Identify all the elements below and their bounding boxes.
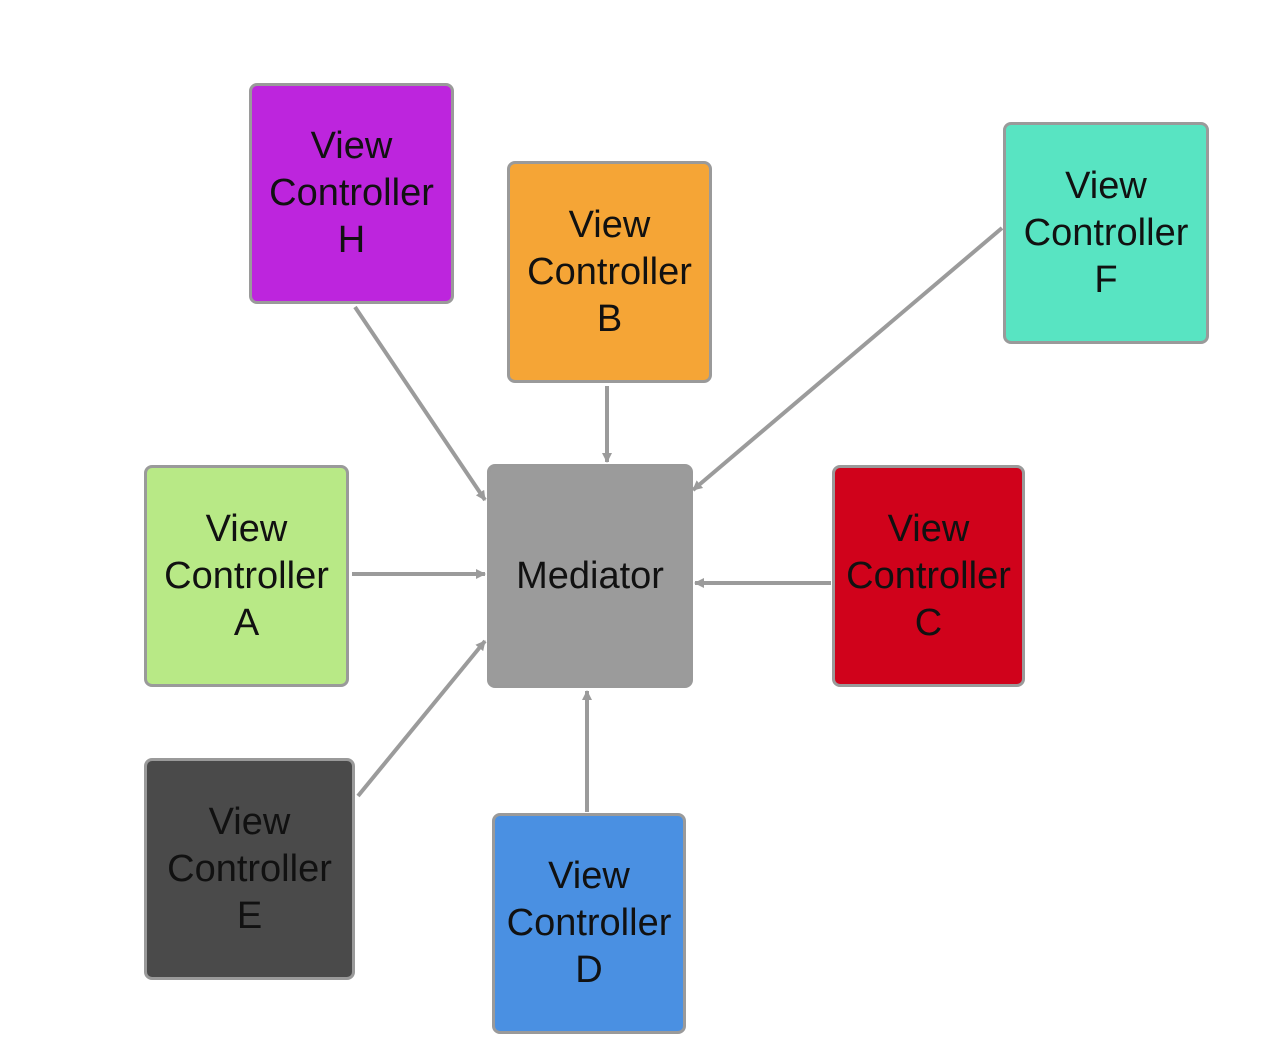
- view-controller-c-label: View Controller C: [846, 507, 1011, 644]
- view-controller-d-label: View Controller D: [506, 855, 672, 991]
- mediator-label: Mediator: [516, 555, 664, 597]
- view-controller-b-box: View Controller B: [507, 161, 712, 383]
- mediator-box: Mediator: [487, 464, 693, 688]
- arrow-f-to-mediator: [691, 226, 1004, 492]
- view-controller-e-box: View Controller E: [144, 758, 355, 980]
- view-controller-a-box: View Controller A: [144, 465, 349, 687]
- arrow-h-to-mediator: [353, 305, 487, 502]
- view-controller-e-label: View Controller E: [167, 800, 332, 937]
- view-controller-d-box: View Controller D: [492, 813, 686, 1034]
- view-controller-c-box: View Controller C: [832, 465, 1025, 687]
- view-controller-h-label: View Controller H: [269, 125, 434, 261]
- view-controller-f-box: View Controller F: [1003, 122, 1209, 344]
- arrow-e-to-mediator: [356, 639, 487, 798]
- view-controller-h-box: View Controller H: [249, 83, 454, 304]
- view-controller-f-label: View Controller F: [1023, 164, 1189, 301]
- view-controller-b-label: View Controller B: [527, 203, 692, 340]
- view-controller-a-label: View Controller A: [164, 507, 329, 644]
